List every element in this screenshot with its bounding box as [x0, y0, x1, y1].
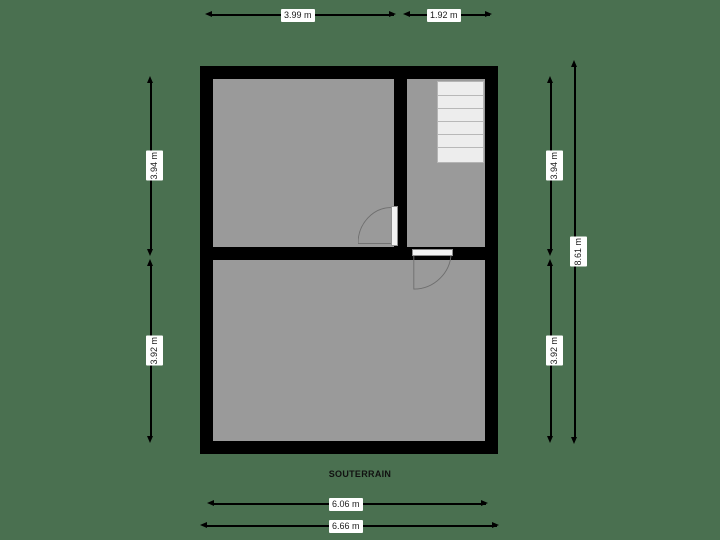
dimension-label-left-2: 3.92 m: [146, 336, 163, 366]
upper-left-room: [213, 79, 394, 247]
arrow-right-top-2: [485, 10, 492, 17]
arrow-down-left-2: [147, 436, 153, 443]
stair-step: [438, 95, 483, 96]
dimension-label-bottom-2: 6.66 m: [329, 520, 363, 533]
door-to-lower-room[interactable]: [412, 249, 456, 294]
arrow-down-right-inner-2: [547, 436, 553, 443]
arrow-down-left-1: [147, 249, 153, 256]
dimension-label-right-outer: 8.61 m: [570, 237, 587, 267]
plan-title: SOUTERRAIN: [328, 469, 392, 479]
stair-step: [438, 134, 483, 135]
dimension-label-left-1: 3.94 m: [146, 151, 163, 181]
dimension-label-top-2: 1.92 m: [427, 9, 461, 22]
door-leaf: [412, 249, 453, 256]
dimension-label-bottom-1: 6.06 m: [329, 498, 363, 511]
arrow-right-top-1: [389, 10, 396, 17]
dimension-label-right-inner-1: 3.94 m: [546, 151, 563, 181]
arrow-right-bottom-1: [481, 499, 488, 506]
arrow-left-top-1: [205, 10, 212, 17]
arrow-left-top-2: [403, 10, 410, 17]
stair-step: [438, 147, 483, 148]
dimension-label-right-inner-2: 3.92 m: [546, 336, 563, 366]
arrow-up-right-inner-2: [547, 259, 553, 266]
arrow-up-left-1: [147, 76, 153, 83]
staircase: [437, 81, 484, 163]
arrow-up-right-outer: [571, 60, 577, 67]
door-leaf: [391, 206, 398, 246]
door-swing-arc-icon: [413, 252, 452, 290]
floor-plan-walls: [200, 66, 498, 454]
stair-step: [438, 121, 483, 122]
lower-room: [213, 260, 485, 441]
door-swing-arc-icon: [358, 207, 392, 244]
dimension-label-top-1: 3.99 m: [281, 9, 315, 22]
arrow-up-left-2: [147, 259, 153, 266]
arrow-left-bottom-1: [207, 499, 214, 506]
arrow-up-right-inner-1: [547, 76, 553, 83]
arrow-right-bottom-2: [492, 521, 499, 528]
stair-step: [438, 108, 483, 109]
arrow-down-right-inner-1: [547, 249, 553, 256]
door-between-upper-rooms[interactable]: [358, 206, 402, 247]
arrow-down-right-outer: [571, 437, 577, 444]
arrow-left-bottom-2: [200, 521, 207, 528]
